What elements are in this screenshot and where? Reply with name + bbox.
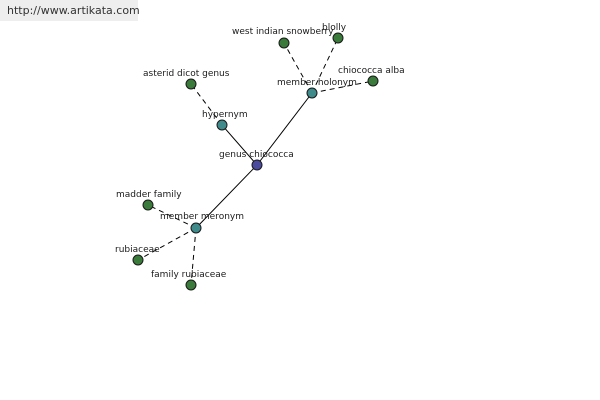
edge-holonym-chiococca-alba — [311, 80, 374, 94]
label-rubiaceae[interactable]: rubiaceae — [115, 245, 160, 255]
edge-center-member-holonym — [256, 92, 313, 166]
edge-holonym-blolly — [311, 37, 339, 94]
label-hypernym[interactable]: hypernym — [202, 110, 248, 120]
edge-center-hypernym — [221, 124, 258, 166]
label-asterid-dicot-genus[interactable]: asterid dicot genus — [143, 69, 230, 79]
node-family-rubiaceae[interactable] — [185, 279, 197, 291]
nodes-layer — [132, 32, 379, 291]
edges-layer — [137, 37, 374, 286]
label-chiococca-alba[interactable]: chiococca alba — [338, 66, 405, 76]
source-url[interactable]: http://www.artikata.com — [0, 0, 140, 21]
node-west-indian-snowberry[interactable] — [278, 37, 290, 49]
node-blolly[interactable] — [332, 32, 344, 44]
node-hypernym[interactable] — [216, 119, 228, 131]
label-madder-family[interactable]: madder family — [116, 190, 182, 200]
node-madder-family[interactable] — [142, 199, 154, 211]
node-chiococca-alba[interactable] — [367, 75, 379, 87]
label-blolly[interactable]: blolly — [322, 23, 347, 33]
label-member-meronym[interactable]: member meronym — [160, 212, 244, 222]
node-rubiaceae[interactable] — [132, 254, 144, 266]
node-genus-chiococca[interactable] — [251, 159, 263, 171]
labels-layer: genus chiococca hypernym member holonym … — [115, 23, 405, 280]
edge-center-member-meronym — [195, 164, 258, 229]
label-west-indian-snowberry[interactable]: west indian snowberry — [232, 27, 334, 37]
label-family-rubiaceae[interactable]: family rubiaceae — [151, 270, 227, 280]
label-genus-chiococca[interactable]: genus chiococca — [219, 150, 294, 160]
node-asterid-dicot-genus[interactable] — [185, 78, 197, 90]
node-member-meronym[interactable] — [190, 222, 202, 234]
edge-meronym-family-rubiaceae — [190, 227, 197, 286]
edge-holonym-west-indian-snowberry — [283, 42, 313, 94]
edge-meronym-rubiaceae — [137, 227, 197, 261]
node-member-holonym[interactable] — [306, 87, 318, 99]
label-member-holonym[interactable]: member holonym — [277, 78, 357, 88]
